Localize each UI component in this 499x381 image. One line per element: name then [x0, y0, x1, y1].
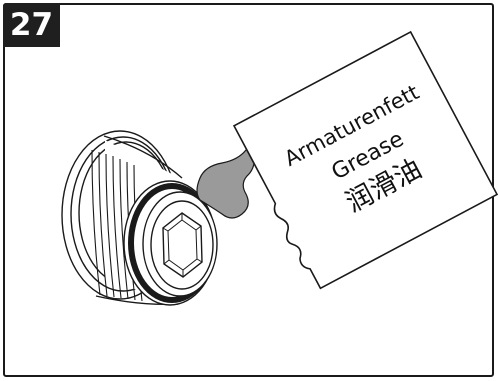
- grease-blob: [196, 147, 255, 219]
- step-number-badge: 27: [3, 3, 60, 47]
- grease-label-card: Armaturenfett Grease 润滑油: [232, 30, 499, 290]
- plug-fitting: [61, 130, 218, 306]
